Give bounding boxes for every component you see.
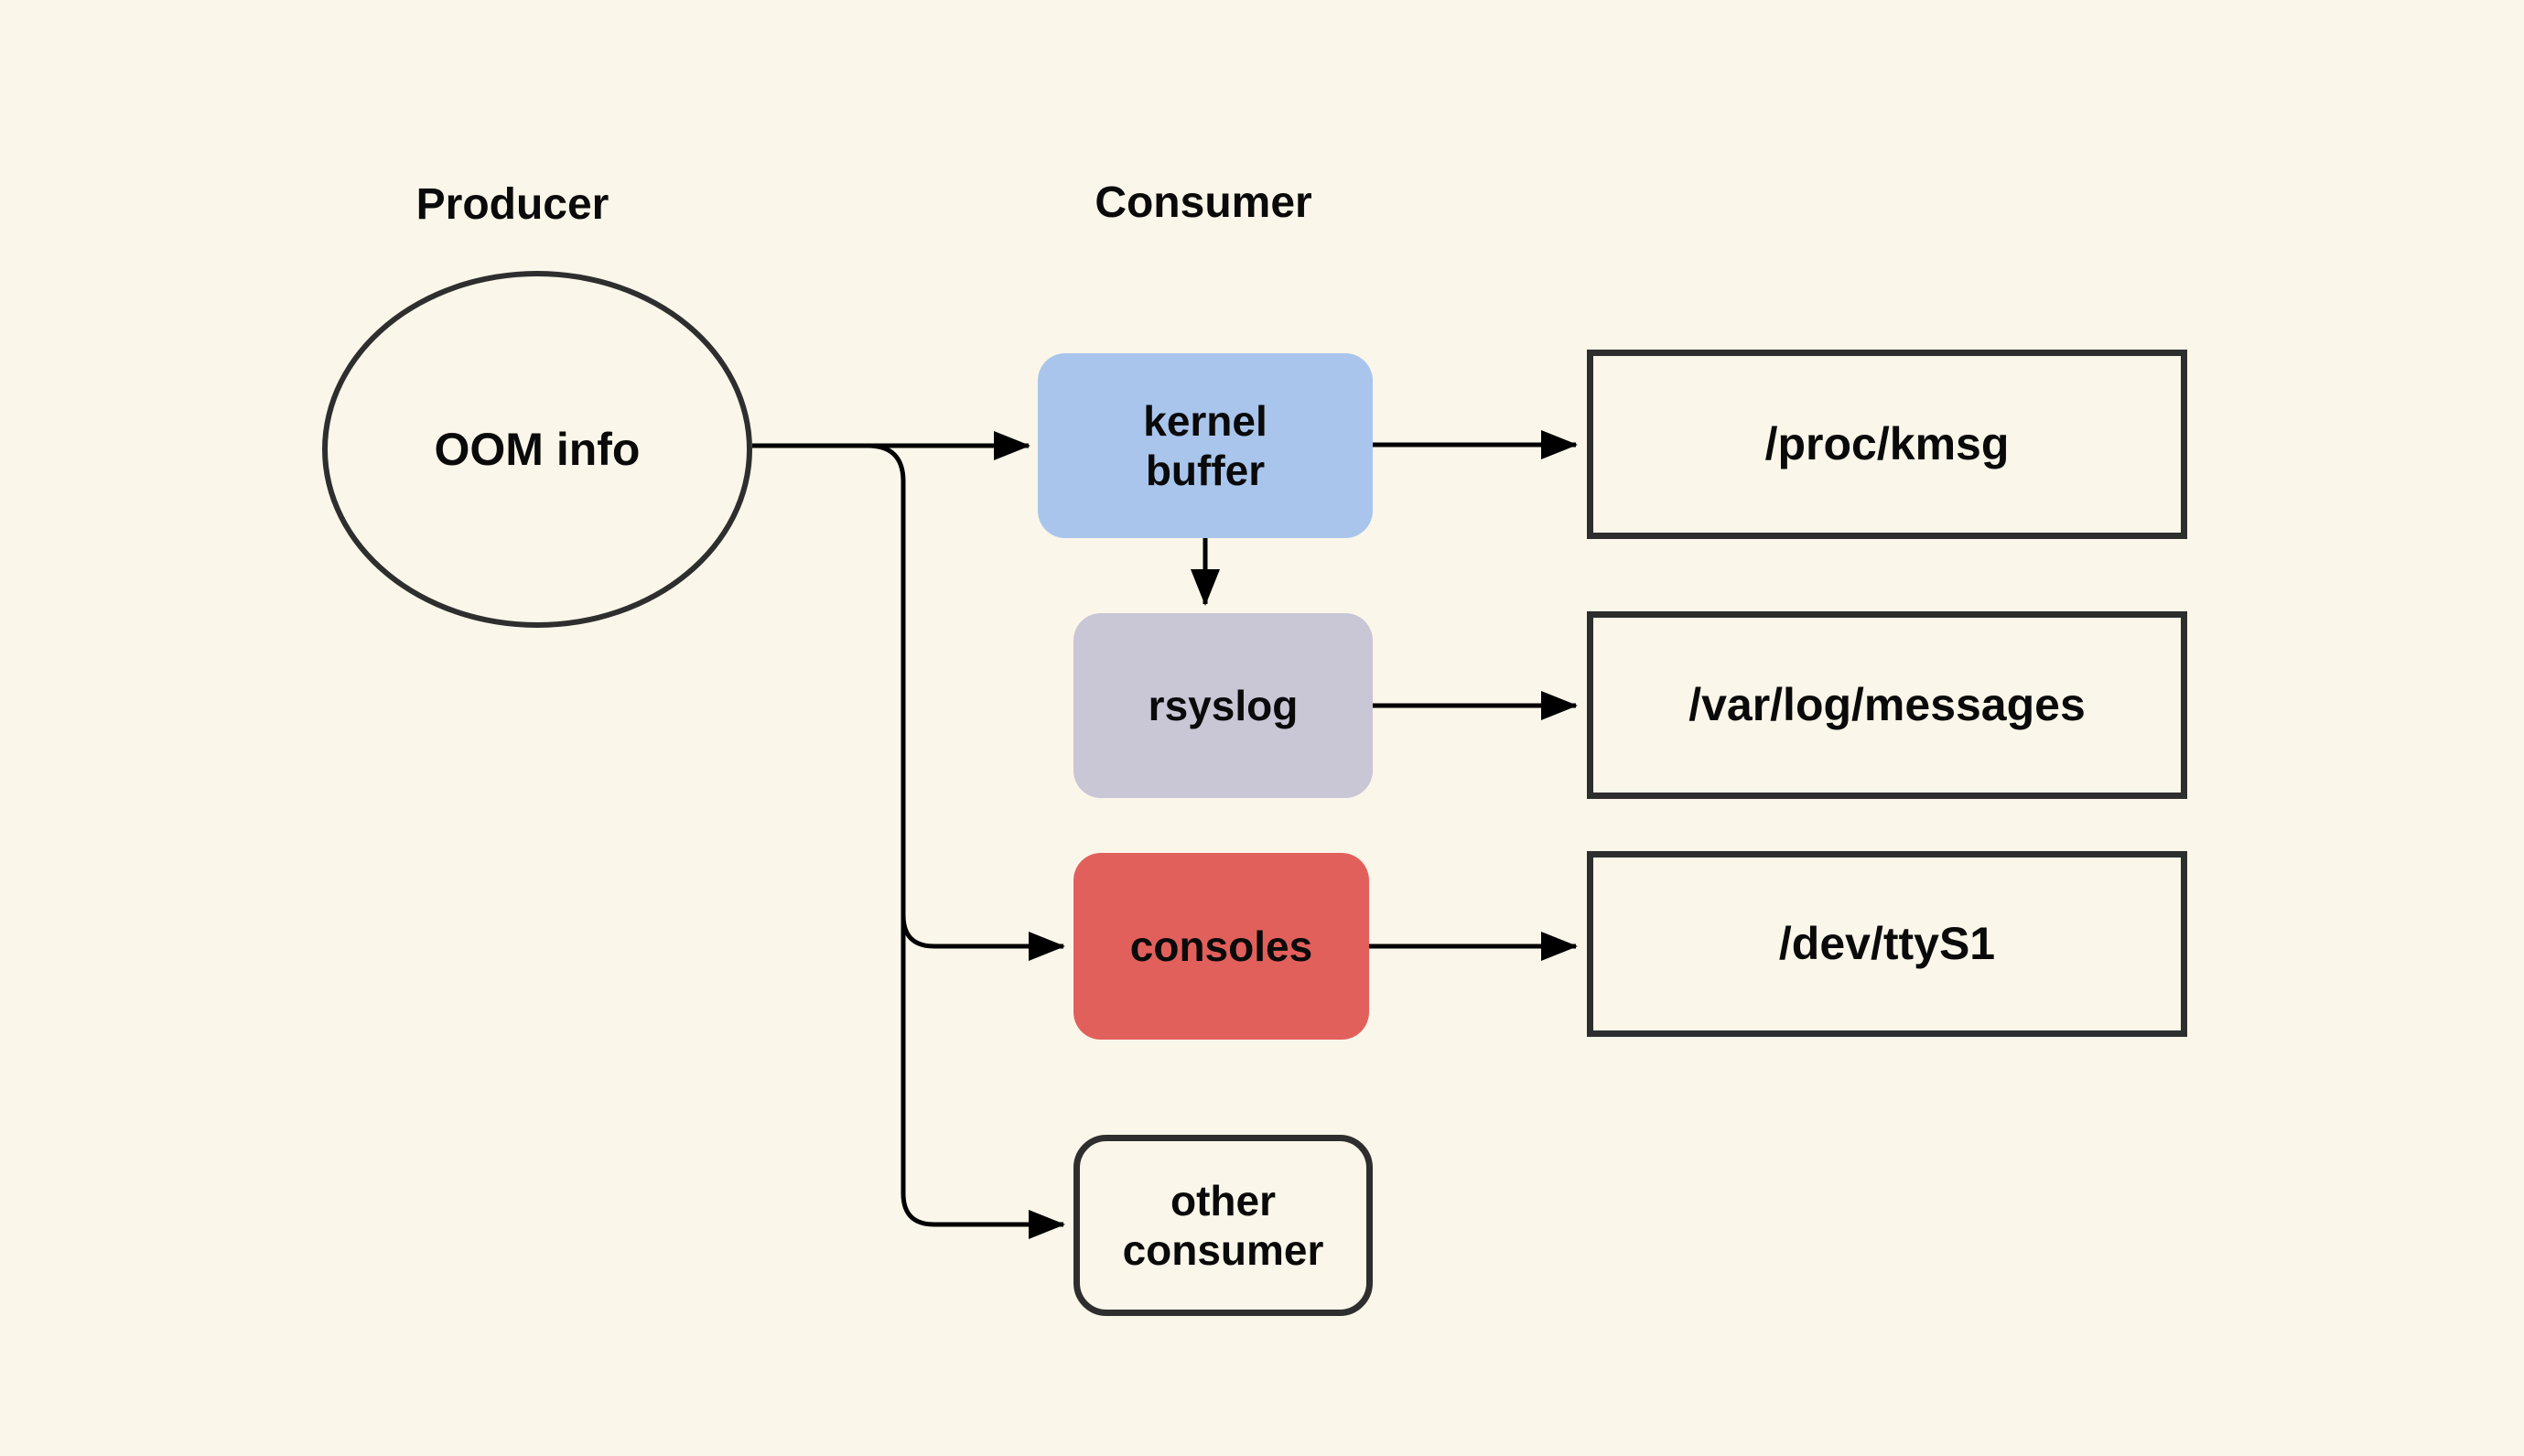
kernel-buffer-node: kernel buffer [1038,353,1373,538]
rsyslog-node: rsyslog [1073,613,1373,798]
proc-kmsg-node: /proc/kmsg [1587,350,2187,539]
consumer-header: Consumer [1095,178,1312,227]
edge-oom-to-consoles [867,443,1065,961]
edge-oom-to-other-consumer [901,512,1065,1239]
producer-header: Producer [415,180,609,229]
other-consumer-node: other consumer [1073,1135,1373,1316]
consoles-node: consoles [1073,853,1369,1040]
oom-info-node: OOM info [322,271,752,628]
dev-ttys1-node: /dev/ttyS1 [1587,851,2187,1037]
var-log-messages-node: /var/log/messages [1587,611,2187,799]
